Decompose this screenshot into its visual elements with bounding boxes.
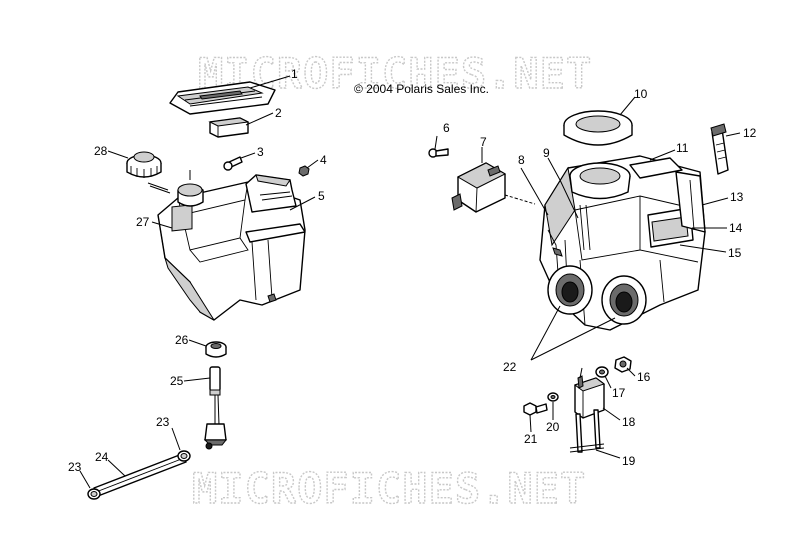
part-20-washer xyxy=(547,392,559,402)
watermark-bottom: MICROFICHES.NET xyxy=(192,464,586,513)
callout-3: 3 xyxy=(257,145,264,159)
part-23-clamp-right xyxy=(177,450,191,462)
leader-lines xyxy=(79,75,741,489)
callout-12: 12 xyxy=(743,126,757,140)
callout-20: 20 xyxy=(546,420,560,434)
callout-21: 21 xyxy=(524,432,538,446)
part-17-washer xyxy=(595,366,609,378)
part-10-seal xyxy=(563,110,633,146)
callout-18: 18 xyxy=(622,415,636,429)
callout-8: 8 xyxy=(518,153,525,167)
callout-5: 5 xyxy=(318,189,325,203)
callout-15: 15 xyxy=(728,246,742,260)
part-27-tank xyxy=(157,174,306,321)
part-18-bracket xyxy=(573,367,606,419)
callout-4: 4 xyxy=(320,153,327,167)
callout-10: 10 xyxy=(634,87,648,101)
callout-14: 14 xyxy=(729,221,743,235)
callout-1: 1 xyxy=(291,67,298,81)
callout-26: 26 xyxy=(175,333,189,347)
callout-22: 22 xyxy=(503,360,517,374)
callout-6: 6 xyxy=(443,121,450,135)
part-25-sender xyxy=(203,366,228,450)
callout-25: 25 xyxy=(170,374,184,388)
part-28-cap xyxy=(126,151,171,194)
part-4-nut xyxy=(298,165,310,177)
part-23-clamp-left xyxy=(87,488,101,500)
callout-27: 27 xyxy=(136,215,150,229)
callout-13: 13 xyxy=(730,190,744,204)
callout-7: 7 xyxy=(480,135,487,149)
part-7-module xyxy=(451,162,536,213)
callout-17: 17 xyxy=(612,386,626,400)
part-6-screw xyxy=(428,148,449,158)
part-26-grommet xyxy=(205,341,227,358)
callout-19: 19 xyxy=(622,454,636,468)
part-22-ducts xyxy=(547,265,647,325)
callout-11: 11 xyxy=(676,141,689,155)
callout-9: 9 xyxy=(543,146,550,160)
callout-23a: 23 xyxy=(68,460,82,474)
airbox-body xyxy=(539,155,706,331)
callout-24: 24 xyxy=(95,450,109,464)
copyright-notice: © 2004 Polaris Sales Inc. xyxy=(354,82,489,96)
part-3-screw xyxy=(223,156,243,171)
part-12-latch xyxy=(710,123,729,175)
part-27-neck xyxy=(177,170,204,207)
part-2-block xyxy=(208,117,250,138)
callout-28: 28 xyxy=(94,144,108,158)
callout-23b: 23 xyxy=(156,415,170,429)
part-19-strap xyxy=(569,409,605,453)
callout-16: 16 xyxy=(637,370,651,384)
part-1-cover xyxy=(169,81,276,115)
callout-2: 2 xyxy=(275,106,282,120)
part-21-bolt xyxy=(523,402,548,416)
